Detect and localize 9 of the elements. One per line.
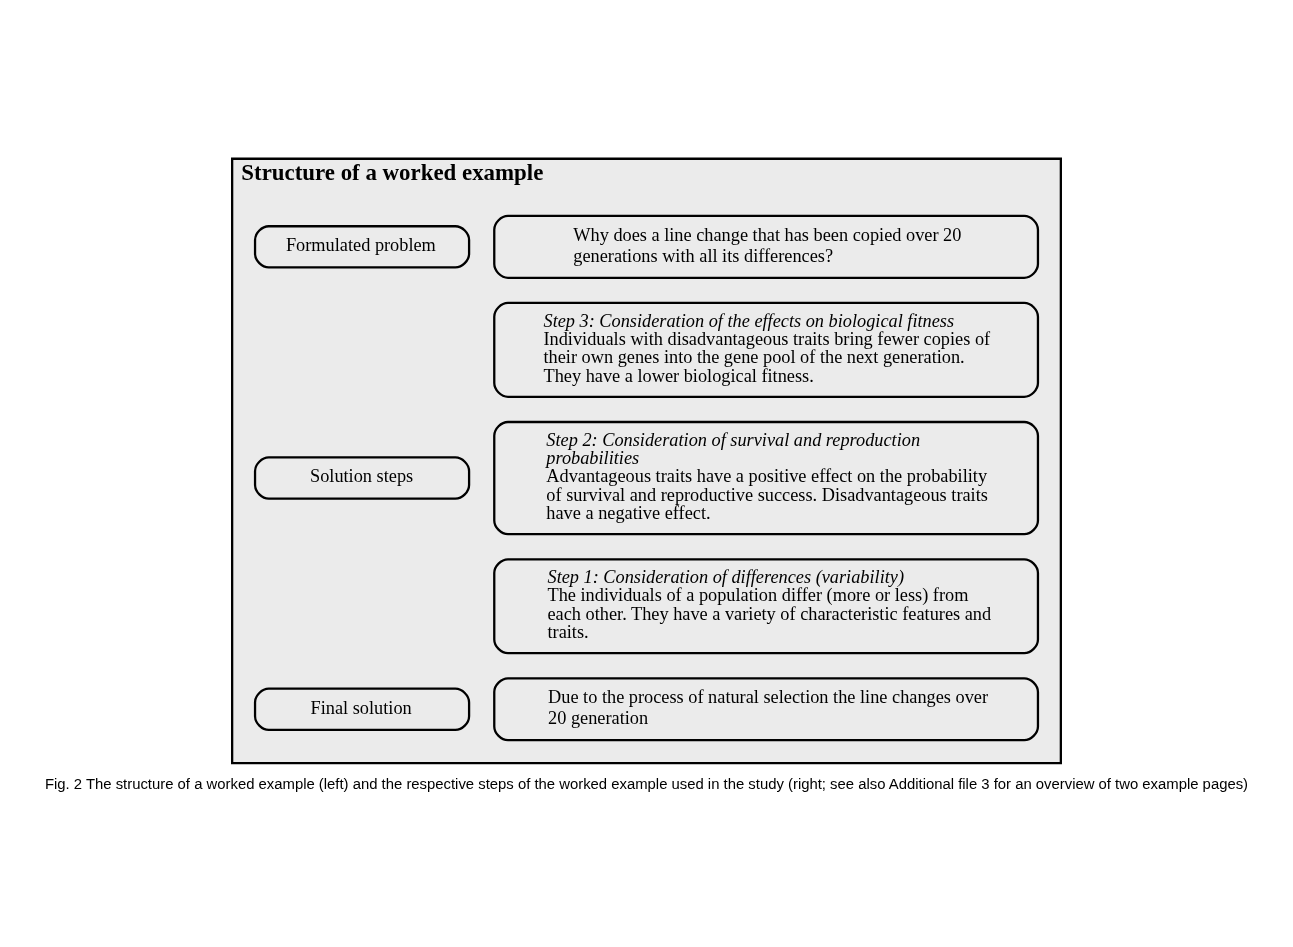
node-box: Step 1: Consideration of differences (variability) The individuals of a population differ (more or less) from each other. They have a variety of characteristic features and traits. <box>493 558 1040 655</box>
node-box: Final solution <box>253 687 471 732</box>
node-box: Solution steps <box>253 456 471 500</box>
node-box: Why does a line change that has been copied over 20 generations with all its differences? <box>493 214 1040 279</box>
node-box: Due to the process of natural selection the line changes over 20 generation <box>493 677 1040 742</box>
caption: Fig. 2 The structure of a worked example (left) and the respective steps of the worked example used in the study (right; see also Additional file 3 for an overview of two example pages) <box>44 775 1249 792</box>
node-box: Step 2: Consideration of survival and reproduction probabilities Advantageous traits have a positive effect on the probability of survival and reproductive success. Disadvantageous traits have a negative effect. <box>493 420 1040 536</box>
node-box: Step 3: Consideration of the effects on biological fitness Individuals with disadvantageous traits bring fewer copies of their own genes into the gene pool of the next generation. They have a lower biological fitness. <box>493 301 1040 398</box>
node-box: Formulated problem <box>253 225 471 269</box>
